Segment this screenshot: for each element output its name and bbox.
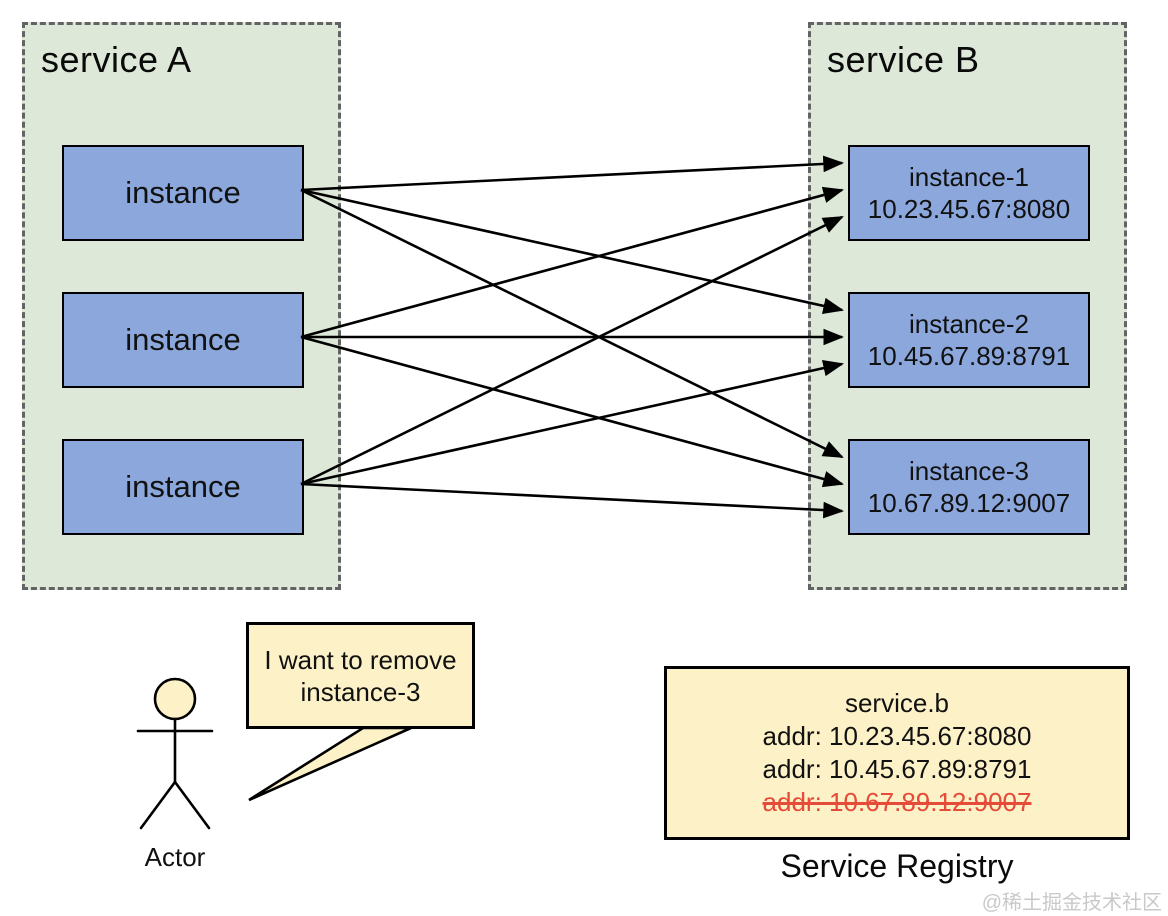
service-a-instance-1: instance: [62, 145, 304, 241]
actor-label: Actor: [144, 842, 206, 872]
service-b-instance-3: instance-3 10.67.89.12:9007: [848, 439, 1090, 535]
speech-line: instance-3: [300, 676, 421, 707]
service-b-instance-1: instance-1 10.23.45.67:8080: [848, 145, 1090, 241]
instance-name: instance-2: [909, 309, 1029, 339]
instance-address: 10.67.89.12:9007: [867, 488, 1071, 518]
registry-service-name: service.b: [844, 688, 950, 718]
service-a-instance-3: instance: [62, 439, 304, 535]
instance-label: instance: [125, 175, 241, 210]
service-a-container: service A instance instance instance: [22, 22, 341, 590]
instance-label: instance: [125, 469, 241, 504]
service-b-instance-2: instance-2 10.45.67.89:8791: [848, 292, 1090, 388]
speech-bubble-tail: [248, 726, 412, 802]
connection-arrow: [300, 482, 845, 519]
service-b-container: service B instance-1 10.23.45.67:8080 in…: [808, 22, 1127, 590]
instance-address: 10.45.67.89:8791: [867, 341, 1071, 371]
registry-entry: addr: 10.45.67.89:8791: [762, 754, 1032, 784]
connection-arrow: [300, 335, 845, 488]
instance-name: instance-3: [909, 456, 1029, 486]
speech-line: I want to remove: [264, 644, 457, 675]
service-a-instance-2: instance: [62, 292, 304, 388]
actor-head: [153, 677, 197, 721]
watermark: @稀土掘金技术社区: [981, 892, 1162, 914]
connection-arrow: [300, 188, 845, 315]
registry-caption: Service Registry: [780, 848, 1014, 884]
instance-address: 10.23.45.67:8080: [867, 194, 1071, 224]
actor-figure: [136, 677, 214, 830]
service-b-title: service B: [827, 39, 980, 80]
registry-entry: addr: 10.23.45.67:8080: [762, 721, 1032, 751]
connection-arrows: [300, 155, 845, 519]
connection-arrow: [300, 188, 844, 459]
connection-arrow: [300, 359, 845, 486]
registry-entry: addr: 10.67.89.12:9007: [762, 787, 1032, 817]
connection-arrow: [300, 215, 844, 486]
instance-name: instance-1: [909, 162, 1029, 192]
connection-arrow: [300, 155, 845, 192]
instance-label: instance: [125, 322, 241, 357]
connection-arrow: [300, 186, 845, 339]
service-a-title: service A: [41, 39, 192, 80]
speech-bubble: I want to remove instance-3: [246, 622, 475, 729]
service-registry-box: service.b addr: 10.23.45.67:8080 addr: 1…: [664, 666, 1130, 840]
